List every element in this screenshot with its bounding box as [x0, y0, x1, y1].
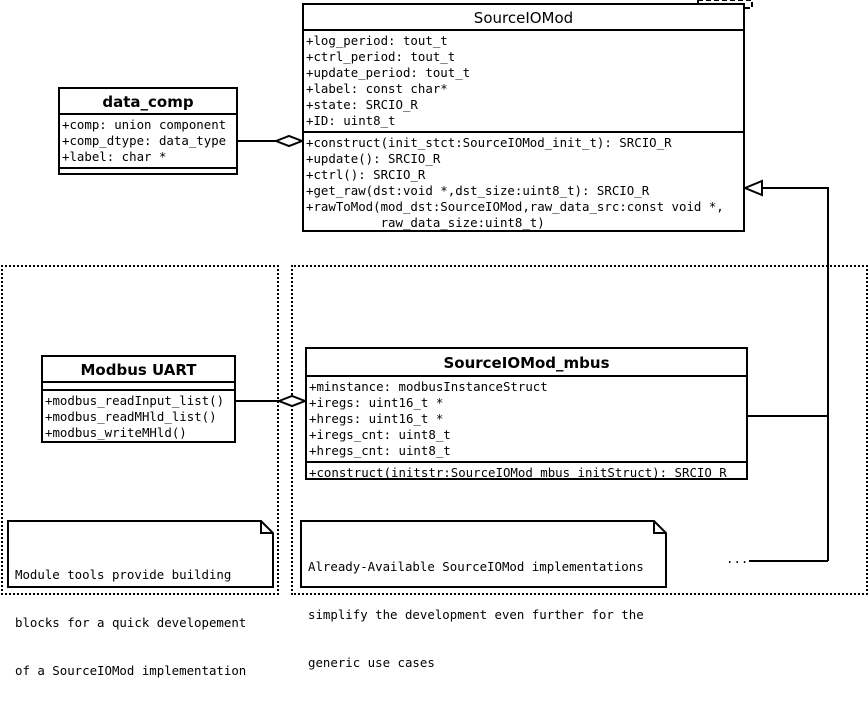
class-modbus-uart[interactable]: Modbus UART +modbus_readInput_list() +mo…: [41, 355, 236, 443]
method-row: +ctrl(): SRCIO_R: [306, 167, 426, 182]
attributes-section: +comp: union component +comp_dtype: data…: [60, 115, 236, 169]
connector-layer: [7, 0, 829, 588]
method-row: +update(): SRCIO_R: [306, 151, 441, 166]
class-source-io-mod-mbus[interactable]: SourceIOMod_mbus +minstance: modbusInsta…: [305, 347, 748, 480]
attribute-row: +state: SRCIO_R: [306, 97, 418, 112]
attribute-row: +hregs: uint16_t *: [309, 411, 444, 426]
aggregation-diamond-modbus: [276, 394, 308, 408]
note-outline-available-impl: [300, 520, 667, 588]
note-line: Module tools provide building: [15, 567, 232, 582]
attribute-row: +hregs_cnt: uint8_t: [309, 443, 451, 458]
method-row: raw_data_size:uint8_t): [306, 215, 545, 230]
attribute-row: +log_period: tout_t: [306, 33, 448, 48]
attribute-row: +iregs_cnt: uint8_t: [309, 427, 451, 442]
methods-section: +construct(init_stct:SourceIOMod_init_t)…: [304, 133, 743, 233]
note-fold-module-tools: [260, 521, 273, 534]
class-title: SourceIOMod: [304, 5, 743, 31]
attribute-row: +comp_dtype: data_type: [62, 133, 227, 148]
generalization-arrowhead: [742, 179, 763, 197]
note-line: Already-Available SourceIOMod implementa…: [308, 559, 644, 574]
note-line: of a SourceIOMod implementation: [15, 663, 247, 678]
attribute-row: +ctrl_period: tout_t: [306, 49, 456, 64]
method-row: +rawToMod(mod_dst:SourceIOMod,raw_data_s…: [306, 199, 724, 214]
attributes-section: +minstance: modbusInstanceStruct +iregs:…: [307, 377, 746, 463]
note-line: blocks for a quick developement: [15, 615, 247, 630]
methods-section: +construct(initstr:SourceIOMod_mbus_init…: [307, 463, 746, 483]
attributes-section: [43, 383, 234, 391]
note-fold-available-impl: [653, 521, 666, 534]
note-text: Already-Available SourceIOMod implementa…: [308, 527, 644, 703]
generalization-line-mbus: [748, 187, 829, 417]
method-row: +construct(init_stct:SourceIOMod_init_t)…: [306, 135, 672, 150]
method-row: +modbus_writeMHld(): [45, 425, 187, 440]
method-row: +construct(initstr:SourceIOMod_mbus_init…: [309, 465, 727, 480]
attribute-row: +iregs: uint16_t *: [309, 395, 444, 410]
more-implementations-ellipsis: ...: [726, 551, 749, 566]
note-available-impl: Already-Available SourceIOMod implementa…: [301, 521, 666, 670]
methods-section: +modbus_readInput_list() +modbus_readMHl…: [43, 391, 234, 443]
note-line: simplify the development even further fo…: [308, 607, 644, 622]
aggregation-diamond-data-comp: [273, 134, 305, 148]
attribute-row: +label: char *: [62, 149, 167, 164]
module-tools-package: [1, 265, 279, 595]
class-title: Modbus UART: [43, 357, 234, 383]
class-source-io-mod[interactable]: SourceIOMod +log_period: tout_t +ctrl_pe…: [302, 3, 745, 232]
class-title: data_comp: [60, 89, 236, 115]
methods-section: [60, 169, 236, 173]
method-row: +modbus_readMHld_list(): [45, 409, 217, 424]
note-text: Module tools provide building blocks for…: [15, 535, 246, 711]
class-data-comp[interactable]: data_comp +comp: union component +comp_d…: [58, 87, 238, 175]
note-line: generic use cases: [308, 655, 435, 670]
attribute-row: +update_period: tout_t: [306, 65, 471, 80]
note-module-tools: Module tools provide building blocks for…: [8, 521, 273, 678]
note-outline-module-tools: [7, 520, 274, 588]
attribute-row: +comp: union component: [62, 117, 227, 132]
attribute-row: +ID: uint8_t: [306, 113, 396, 128]
attributes-section: +log_period: tout_t +ctrl_period: tout_t…: [304, 31, 743, 133]
implementations-package: [291, 265, 868, 595]
attribute-row: +minstance: modbusInstanceStruct: [309, 379, 548, 394]
method-row: +get_raw(dst:void *,dst_size:uint8_t): S…: [306, 183, 650, 198]
method-row: +modbus_readInput_list(): [45, 393, 225, 408]
class-title: SourceIOMod_mbus: [307, 349, 746, 377]
attribute-row: +label: const char*: [306, 81, 448, 96]
